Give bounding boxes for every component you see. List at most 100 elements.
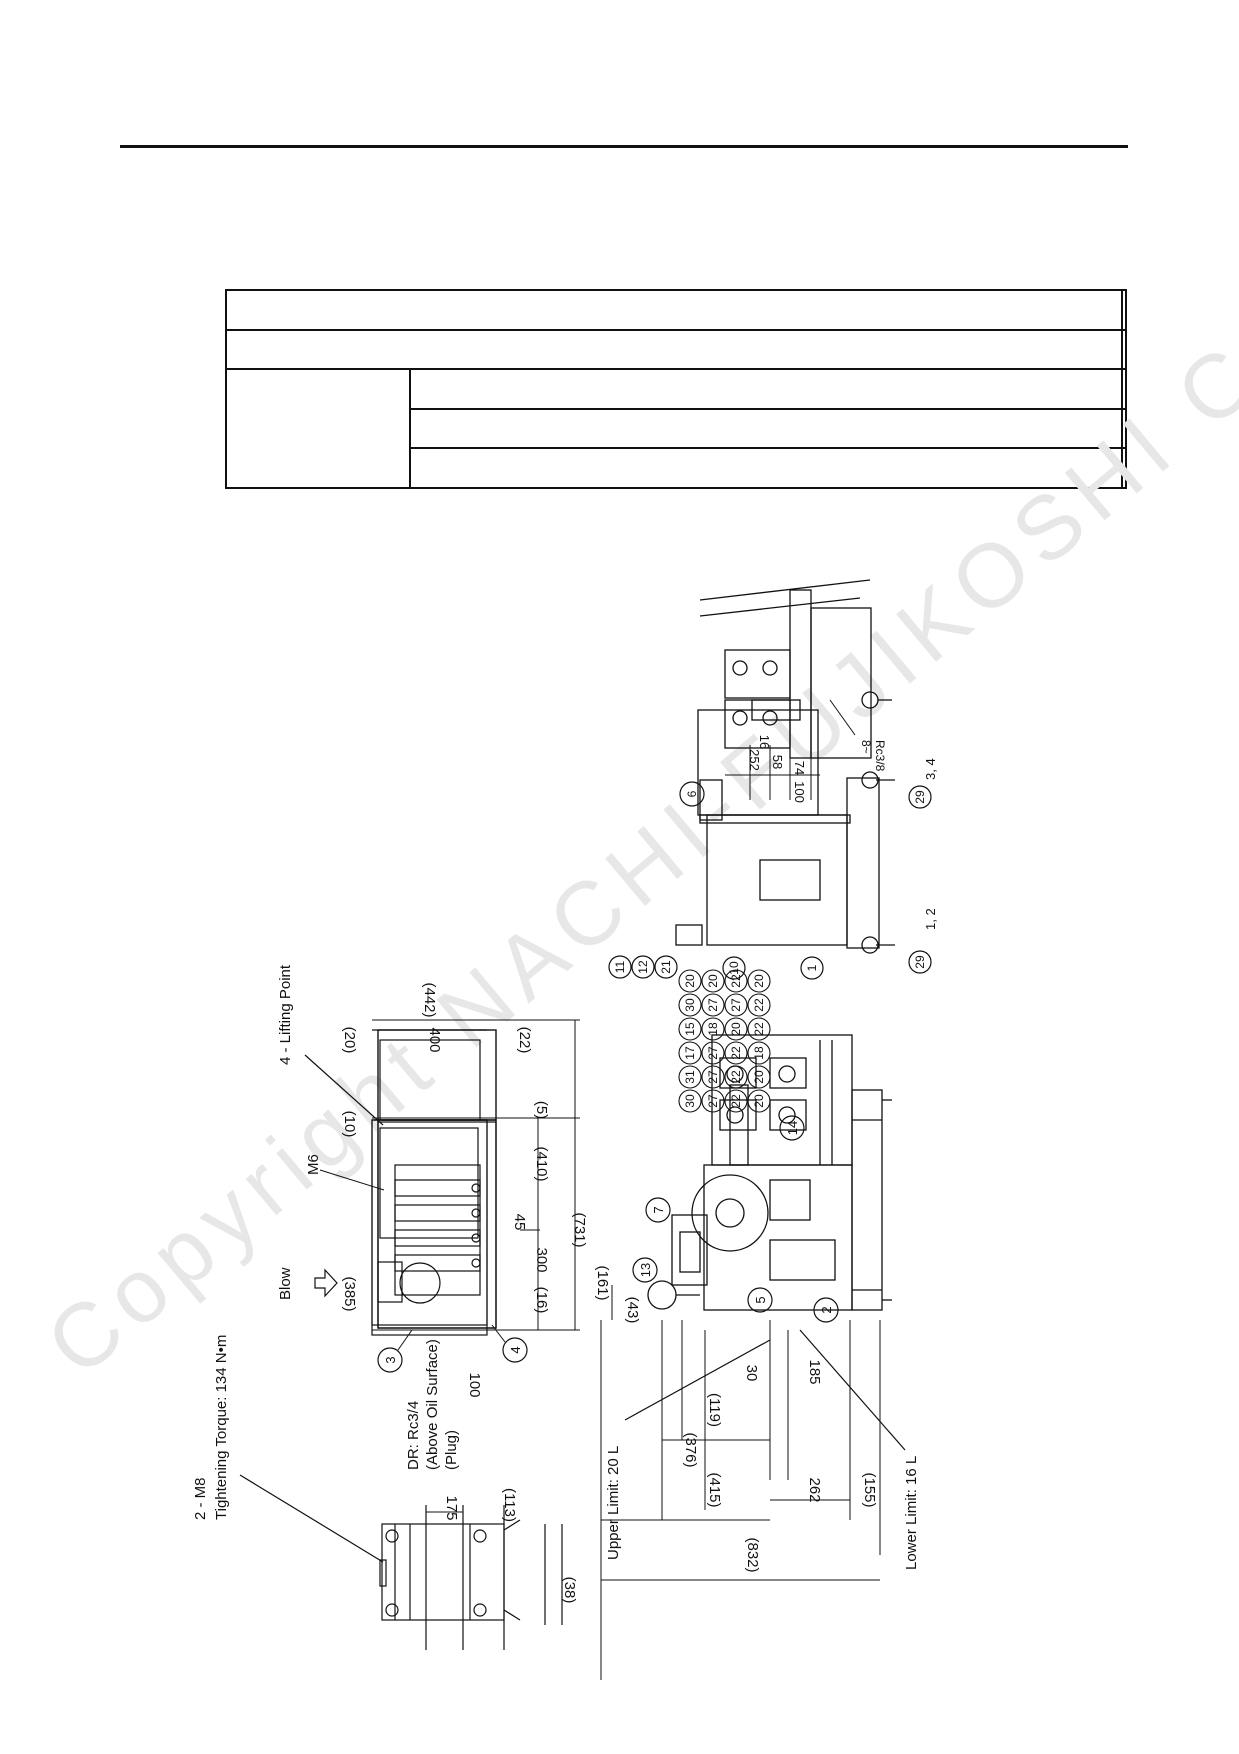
dim-43-label: (43) bbox=[624, 1297, 641, 1324]
balloon-29a-label: 29 bbox=[913, 955, 927, 969]
side-label-3-4: 3, 4 bbox=[923, 758, 938, 780]
dim-74-label: 74 bbox=[792, 761, 807, 775]
lower-limit-leader bbox=[799, 1329, 906, 1451]
balloon-4-label: 4 bbox=[508, 1346, 523, 1353]
grid-balloon: 27 bbox=[729, 998, 743, 1012]
grid-balloon: 31 bbox=[683, 1070, 697, 1084]
grid-balloon: 18 bbox=[706, 1022, 720, 1036]
lower-limit-label: Lower Limit: 16 L bbox=[903, 1456, 920, 1570]
grid-balloon: 20 bbox=[752, 1094, 766, 1108]
balloon-4-leader bbox=[491, 1324, 506, 1343]
balloon-1-label: 1 bbox=[805, 964, 819, 971]
balloon-21-label: 21 bbox=[659, 960, 673, 974]
lifting-point-label: 4 - Lifting Point bbox=[277, 964, 294, 1065]
balloon-3 bbox=[377, 1347, 403, 1373]
balloon-grid bbox=[678, 969, 771, 1113]
grid-balloon: 20 bbox=[683, 974, 697, 988]
top-view-body bbox=[377, 1121, 497, 1329]
spec-table bbox=[225, 289, 1128, 489]
grid-balloon: 27 bbox=[706, 1070, 720, 1084]
top-view-dims bbox=[372, 1019, 580, 1331]
lifting-leader bbox=[304, 1054, 384, 1126]
dim-100b-label: 100 bbox=[792, 781, 807, 803]
dim-442-label: (442) bbox=[421, 982, 438, 1017]
balloon-3-label: 3 bbox=[383, 1356, 398, 1363]
dim-58-label: 58 bbox=[770, 755, 785, 769]
spec-cell bbox=[409, 368, 1123, 410]
dim-731-label: (731) bbox=[571, 1212, 588, 1247]
dim-30-label: 30 bbox=[743, 1365, 760, 1382]
m6-label: M6 bbox=[305, 1154, 322, 1175]
spec-cell bbox=[409, 407, 1123, 450]
balloon-29b-label: 29 bbox=[913, 790, 927, 804]
balloon-4 bbox=[502, 1337, 528, 1363]
side-elevation-small bbox=[379, 1505, 563, 1650]
balloon-5-label: 5 bbox=[753, 1296, 768, 1303]
dr-note-3: (Plug) bbox=[443, 1430, 460, 1470]
header-rule bbox=[120, 145, 1128, 148]
dim-185-label: 185 bbox=[806, 1359, 823, 1384]
balloon-11-label: 11 bbox=[613, 960, 627, 973]
dim-376-label: (376) bbox=[682, 1432, 699, 1467]
dim-832-label: (832) bbox=[744, 1537, 761, 1572]
spec-cell bbox=[1120, 289, 1128, 331]
rear-view bbox=[699, 579, 892, 759]
spec-cell bbox=[1120, 328, 1128, 371]
balloon-7-label: 7 bbox=[651, 1206, 666, 1213]
bolt-note: 2 - M8 bbox=[192, 1477, 209, 1520]
dr-note-1: DR: Rc3/4 bbox=[405, 1401, 422, 1470]
grid-balloon: 22 bbox=[729, 1070, 743, 1084]
spec-cell bbox=[225, 328, 1123, 371]
dim-300-label: 300 bbox=[533, 1247, 550, 1272]
blow-label: Blow bbox=[277, 1267, 294, 1300]
grid-balloon: 22 bbox=[729, 1046, 743, 1060]
grid-balloon: 15 bbox=[683, 1022, 697, 1036]
port-label-2: Rc3/8 bbox=[873, 740, 887, 772]
grid-balloon: 17 bbox=[683, 1046, 697, 1060]
spec-cell bbox=[1120, 407, 1128, 450]
rear-view-dims bbox=[725, 745, 820, 800]
dim-16b-label: 16 bbox=[757, 735, 772, 749]
dim-100-label: 100 bbox=[466, 1372, 483, 1397]
blow-arrow-icon bbox=[314, 1268, 338, 1298]
grid-balloon: 27 bbox=[706, 1094, 720, 1108]
grid-balloon: 30 bbox=[683, 1094, 697, 1108]
front-balloons bbox=[632, 1115, 839, 1323]
dim-113-label: (113) bbox=[501, 1488, 518, 1522]
dim-119-label: (119) bbox=[706, 1393, 723, 1427]
dim-45-label: 45 bbox=[511, 1214, 528, 1231]
dim-16-label: (16) bbox=[533, 1287, 550, 1314]
dim-252-label: 252 bbox=[747, 749, 762, 771]
side-label-1-2: 1, 2 bbox=[923, 908, 938, 930]
bolt-leader bbox=[239, 1474, 384, 1563]
grid-balloon: 20 bbox=[752, 1070, 766, 1084]
grid-balloon: 20 bbox=[752, 974, 766, 988]
side-view-balloons bbox=[608, 781, 932, 980]
port-leader bbox=[829, 699, 856, 736]
balloon-6-label: 6 bbox=[685, 790, 699, 797]
torque-note: Tightening Torque: 134 N•m bbox=[213, 1335, 230, 1520]
dim-5-label: (5) bbox=[533, 1101, 550, 1119]
dim-262-label: 262 bbox=[806, 1477, 823, 1502]
dim-415-label: (415) bbox=[706, 1472, 723, 1507]
grid-balloon: 22 bbox=[729, 1094, 743, 1108]
grid-balloon: 27 bbox=[706, 998, 720, 1012]
spec-cell bbox=[1120, 368, 1128, 410]
balloon-3-leader bbox=[397, 1329, 413, 1351]
spec-cell bbox=[225, 289, 1123, 331]
dim-175-label: 175 bbox=[443, 1495, 460, 1520]
balloon-10-label: 10 bbox=[727, 961, 741, 975]
grid-balloon: 18 bbox=[752, 1046, 766, 1060]
grid-balloon: 20 bbox=[706, 974, 720, 988]
upper-limit-leader bbox=[624, 1339, 771, 1421]
grid-balloon: 20 bbox=[729, 1022, 743, 1036]
balloon-12-label: 12 bbox=[636, 960, 650, 974]
grid-balloon: 27 bbox=[706, 1046, 720, 1060]
dim-410-label: (410) bbox=[533, 1146, 550, 1181]
front-view-dims bbox=[600, 1285, 881, 1680]
m6-leader bbox=[319, 1169, 385, 1191]
spec-cell bbox=[225, 368, 411, 489]
dim-22-label: (22) bbox=[516, 1027, 533, 1054]
balloon-13-label: 13 bbox=[638, 1263, 653, 1277]
